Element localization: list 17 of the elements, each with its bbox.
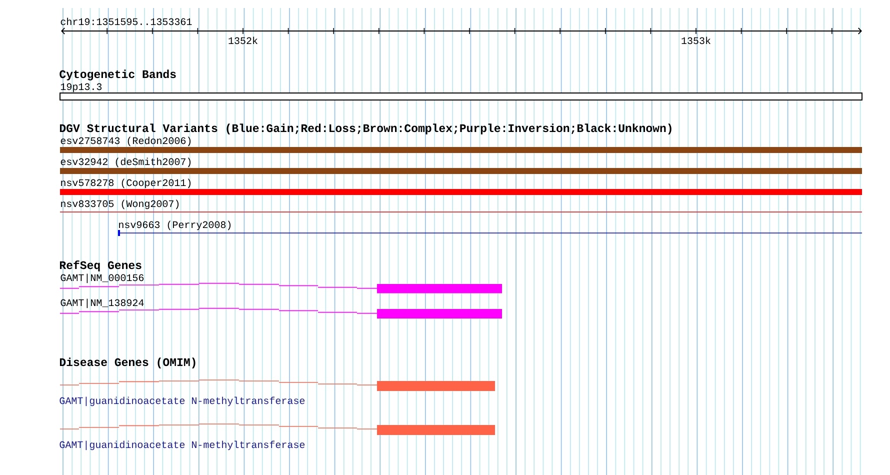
tick-label: 1353k [682, 36, 710, 44]
track-title: DGV Structural Variants (Blue:Gain;Red:Loss;Brown:Complex;Purple:Inversion;Black:Unknown) [60, 124, 672, 134]
feature-label: nsv9663 (Perry2008) [119, 220, 231, 230]
track-title: RefSeq Genes [60, 260, 142, 272]
feature-label: nsv578278 (Cooper2011) [61, 178, 191, 188]
feature-label: GAMT|NM_000156 [60, 274, 144, 284]
coordinate-label: chr19:1351595..1353361 [60, 18, 192, 26]
feature-label: 19p13.3 [60, 83, 102, 92]
tick-label: 1352k [228, 36, 258, 44]
feature-label: esv32942 (deSmith2007) [60, 158, 191, 168]
feature-label: nsv833705 (Wong2007) [61, 200, 179, 210]
feature-label: esv2758743 (Redon2006) [60, 136, 191, 146]
track-title: Cytogenetic Bands [60, 70, 176, 80]
gene-label: GAMT|guanidinoacetate N-methyltransferase [60, 440, 305, 450]
gene-label: GAMT|guanidinoacetate N-methyltransferase [60, 396, 305, 406]
feature-label: GAMT|NM_138924 [60, 298, 144, 308]
track-title: Disease Genes (OMIM) [60, 358, 196, 368]
